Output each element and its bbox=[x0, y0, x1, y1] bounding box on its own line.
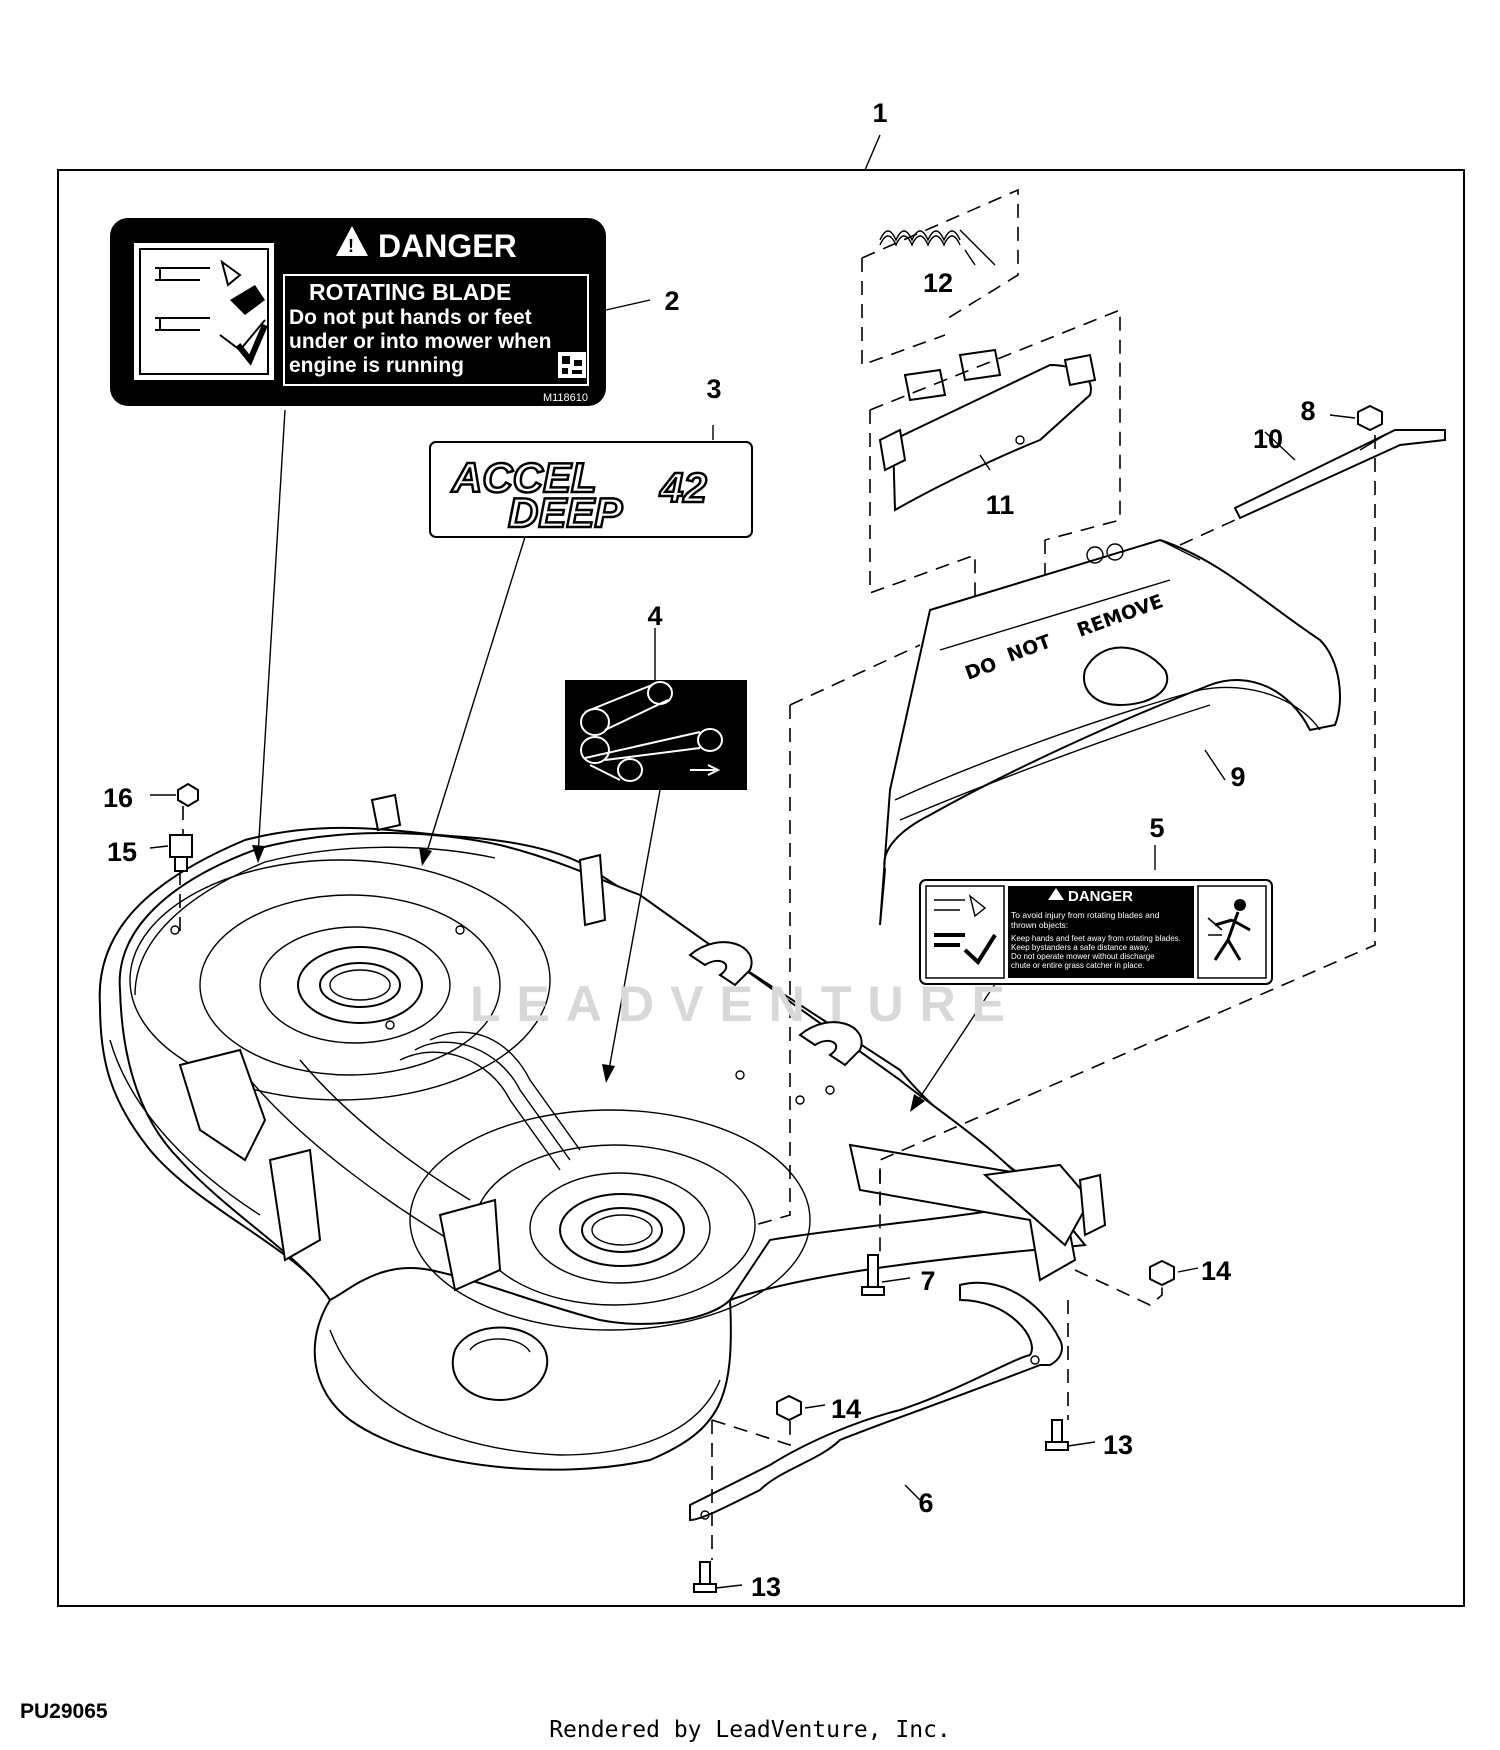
diagram-frame bbox=[57, 169, 1465, 1607]
watermark: LEADVENTURE bbox=[470, 976, 1022, 1032]
decal-3-line2: DEEP bbox=[508, 489, 623, 536]
decal-5-line1: To avoid injury from rotating blades and bbox=[1011, 910, 1160, 920]
decal-5-heading: DANGER bbox=[1068, 888, 1133, 905]
warning-triangle-icon bbox=[336, 226, 368, 256]
callout-11: 11 bbox=[986, 490, 1015, 520]
render-credit: Rendered by LeadVenture, Inc. bbox=[549, 1717, 951, 1743]
decal-3-accel-deep-42: ACCEL DEEP 42 bbox=[429, 441, 753, 538]
bolt-7 bbox=[861, 1254, 885, 1296]
callout-2: 2 bbox=[664, 286, 679, 316]
mower-deck bbox=[98, 793, 1107, 1471]
callout-10: 10 bbox=[1253, 424, 1283, 454]
arrow-right-icon bbox=[690, 764, 721, 776]
decal-2-part-number: M118610 bbox=[543, 392, 588, 404]
decal-5-line5: Do not operate mower without discharge bbox=[1011, 952, 1155, 961]
decal-3-size: 42 bbox=[659, 464, 707, 511]
decal-2-danger-rotating-blade: ! DANGER ROTATING BLADE Do not put hands… bbox=[110, 218, 606, 406]
decal-2-line3: under or into mower when bbox=[289, 330, 552, 353]
decal-5-line6: chute or entire grass catcher in place. bbox=[1011, 961, 1144, 970]
bolt-13b bbox=[693, 1561, 717, 1593]
decal-4-belt-routing bbox=[565, 680, 747, 790]
callout-1: 1 bbox=[872, 98, 887, 128]
decal-2-line2: Do not put hands or feet bbox=[289, 306, 532, 329]
nut-14a bbox=[1149, 1259, 1175, 1287]
cap-16 bbox=[177, 782, 199, 808]
discharge-chute: DO NOT REMOVE bbox=[879, 538, 1341, 926]
callout-8: 8 bbox=[1300, 396, 1315, 426]
warning-triangle-icon bbox=[1048, 888, 1064, 900]
callout-13a: 13 bbox=[1103, 1430, 1133, 1460]
decal-5-line4: Keep bystanders a safe distance away. bbox=[1011, 943, 1150, 952]
chute-bracket bbox=[878, 348, 1097, 512]
callout-numbers: 1 2 3 4 5 6 7 8 9 10 11 12 13 13 14 14 1… bbox=[103, 98, 1316, 1602]
pivot-rod bbox=[1233, 429, 1446, 520]
leader-lines bbox=[149, 134, 1356, 1589]
callout-14a: 14 bbox=[1201, 1256, 1231, 1286]
callout-5: 5 bbox=[1149, 813, 1164, 843]
decal-2-heading: DANGER bbox=[378, 228, 517, 264]
callout-4: 4 bbox=[647, 601, 662, 631]
decal-5-line2: thrown objects: bbox=[1011, 920, 1068, 930]
callout-6: 6 bbox=[918, 1488, 933, 1518]
bolt-13a bbox=[1045, 1419, 1069, 1451]
svg-text:!: ! bbox=[348, 236, 354, 256]
callout-13b: 13 bbox=[751, 1572, 781, 1602]
callout-12: 12 bbox=[923, 268, 953, 298]
callout-15: 15 bbox=[107, 837, 137, 867]
decal-5-danger-rotating-blades: DANGER To avoid injury from rotating bla… bbox=[919, 879, 1273, 985]
decal-3-line1: ACCEL bbox=[451, 454, 597, 501]
callout-14b: 14 bbox=[831, 1394, 861, 1424]
nut-14b bbox=[776, 1394, 802, 1422]
bracket-strap bbox=[689, 1281, 1063, 1522]
callout-16: 16 bbox=[103, 783, 133, 813]
callout-7: 7 bbox=[920, 1266, 935, 1296]
callout-3: 3 bbox=[706, 374, 721, 404]
decal-2-line4: engine is running bbox=[289, 354, 464, 377]
assembly-lines bbox=[179, 188, 1376, 1560]
torsion-spring bbox=[879, 229, 996, 266]
person-hazard-icon bbox=[1234, 899, 1246, 911]
callout-9: 9 bbox=[1230, 762, 1245, 792]
figure-id: PU29065 bbox=[20, 1700, 108, 1723]
grease-fitting-15 bbox=[169, 834, 193, 872]
decal-5-line3: Keep hands and feet away from rotating b… bbox=[1011, 934, 1181, 943]
decal-2-line1: ROTATING BLADE bbox=[309, 279, 511, 305]
nut-8 bbox=[1357, 404, 1383, 432]
